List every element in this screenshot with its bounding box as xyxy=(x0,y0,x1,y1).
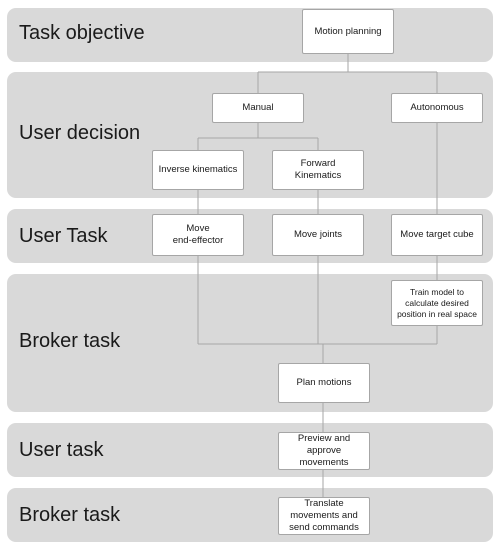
move-end-effector-node: Move end-effector xyxy=(152,214,244,256)
band-user-task-2: User task xyxy=(7,423,493,477)
move-joints-node: Move joints xyxy=(272,214,364,256)
manual-node: Manual xyxy=(212,93,304,123)
forward-kinematics-node: Forward Kinematics xyxy=(272,150,364,190)
preview-approve-node: Preview and approve movements xyxy=(278,432,370,470)
motion-planning-node: Motion planning xyxy=(302,9,394,54)
band-label: Task objective xyxy=(19,22,145,44)
inverse-kinematics-node: Inverse kinematics xyxy=(152,150,244,190)
autonomous-node: Autonomous xyxy=(391,93,483,123)
band-label: Broker task xyxy=(19,330,121,352)
band-label: Broker task xyxy=(19,504,121,526)
band-broker-task-2: Broker task xyxy=(7,488,493,542)
translate-send-node: Translate movements and send commands xyxy=(278,497,370,535)
band-task-objective: Task objective xyxy=(7,8,493,62)
band-label: User task xyxy=(19,439,104,461)
plan-motions-node: Plan motions xyxy=(278,363,370,403)
move-target-cube-node: Move target cube xyxy=(391,214,483,256)
band-label: User decision xyxy=(19,122,141,144)
band-label: User Task xyxy=(19,225,108,247)
train-model-node: Train model to calculate desired positio… xyxy=(391,280,483,326)
